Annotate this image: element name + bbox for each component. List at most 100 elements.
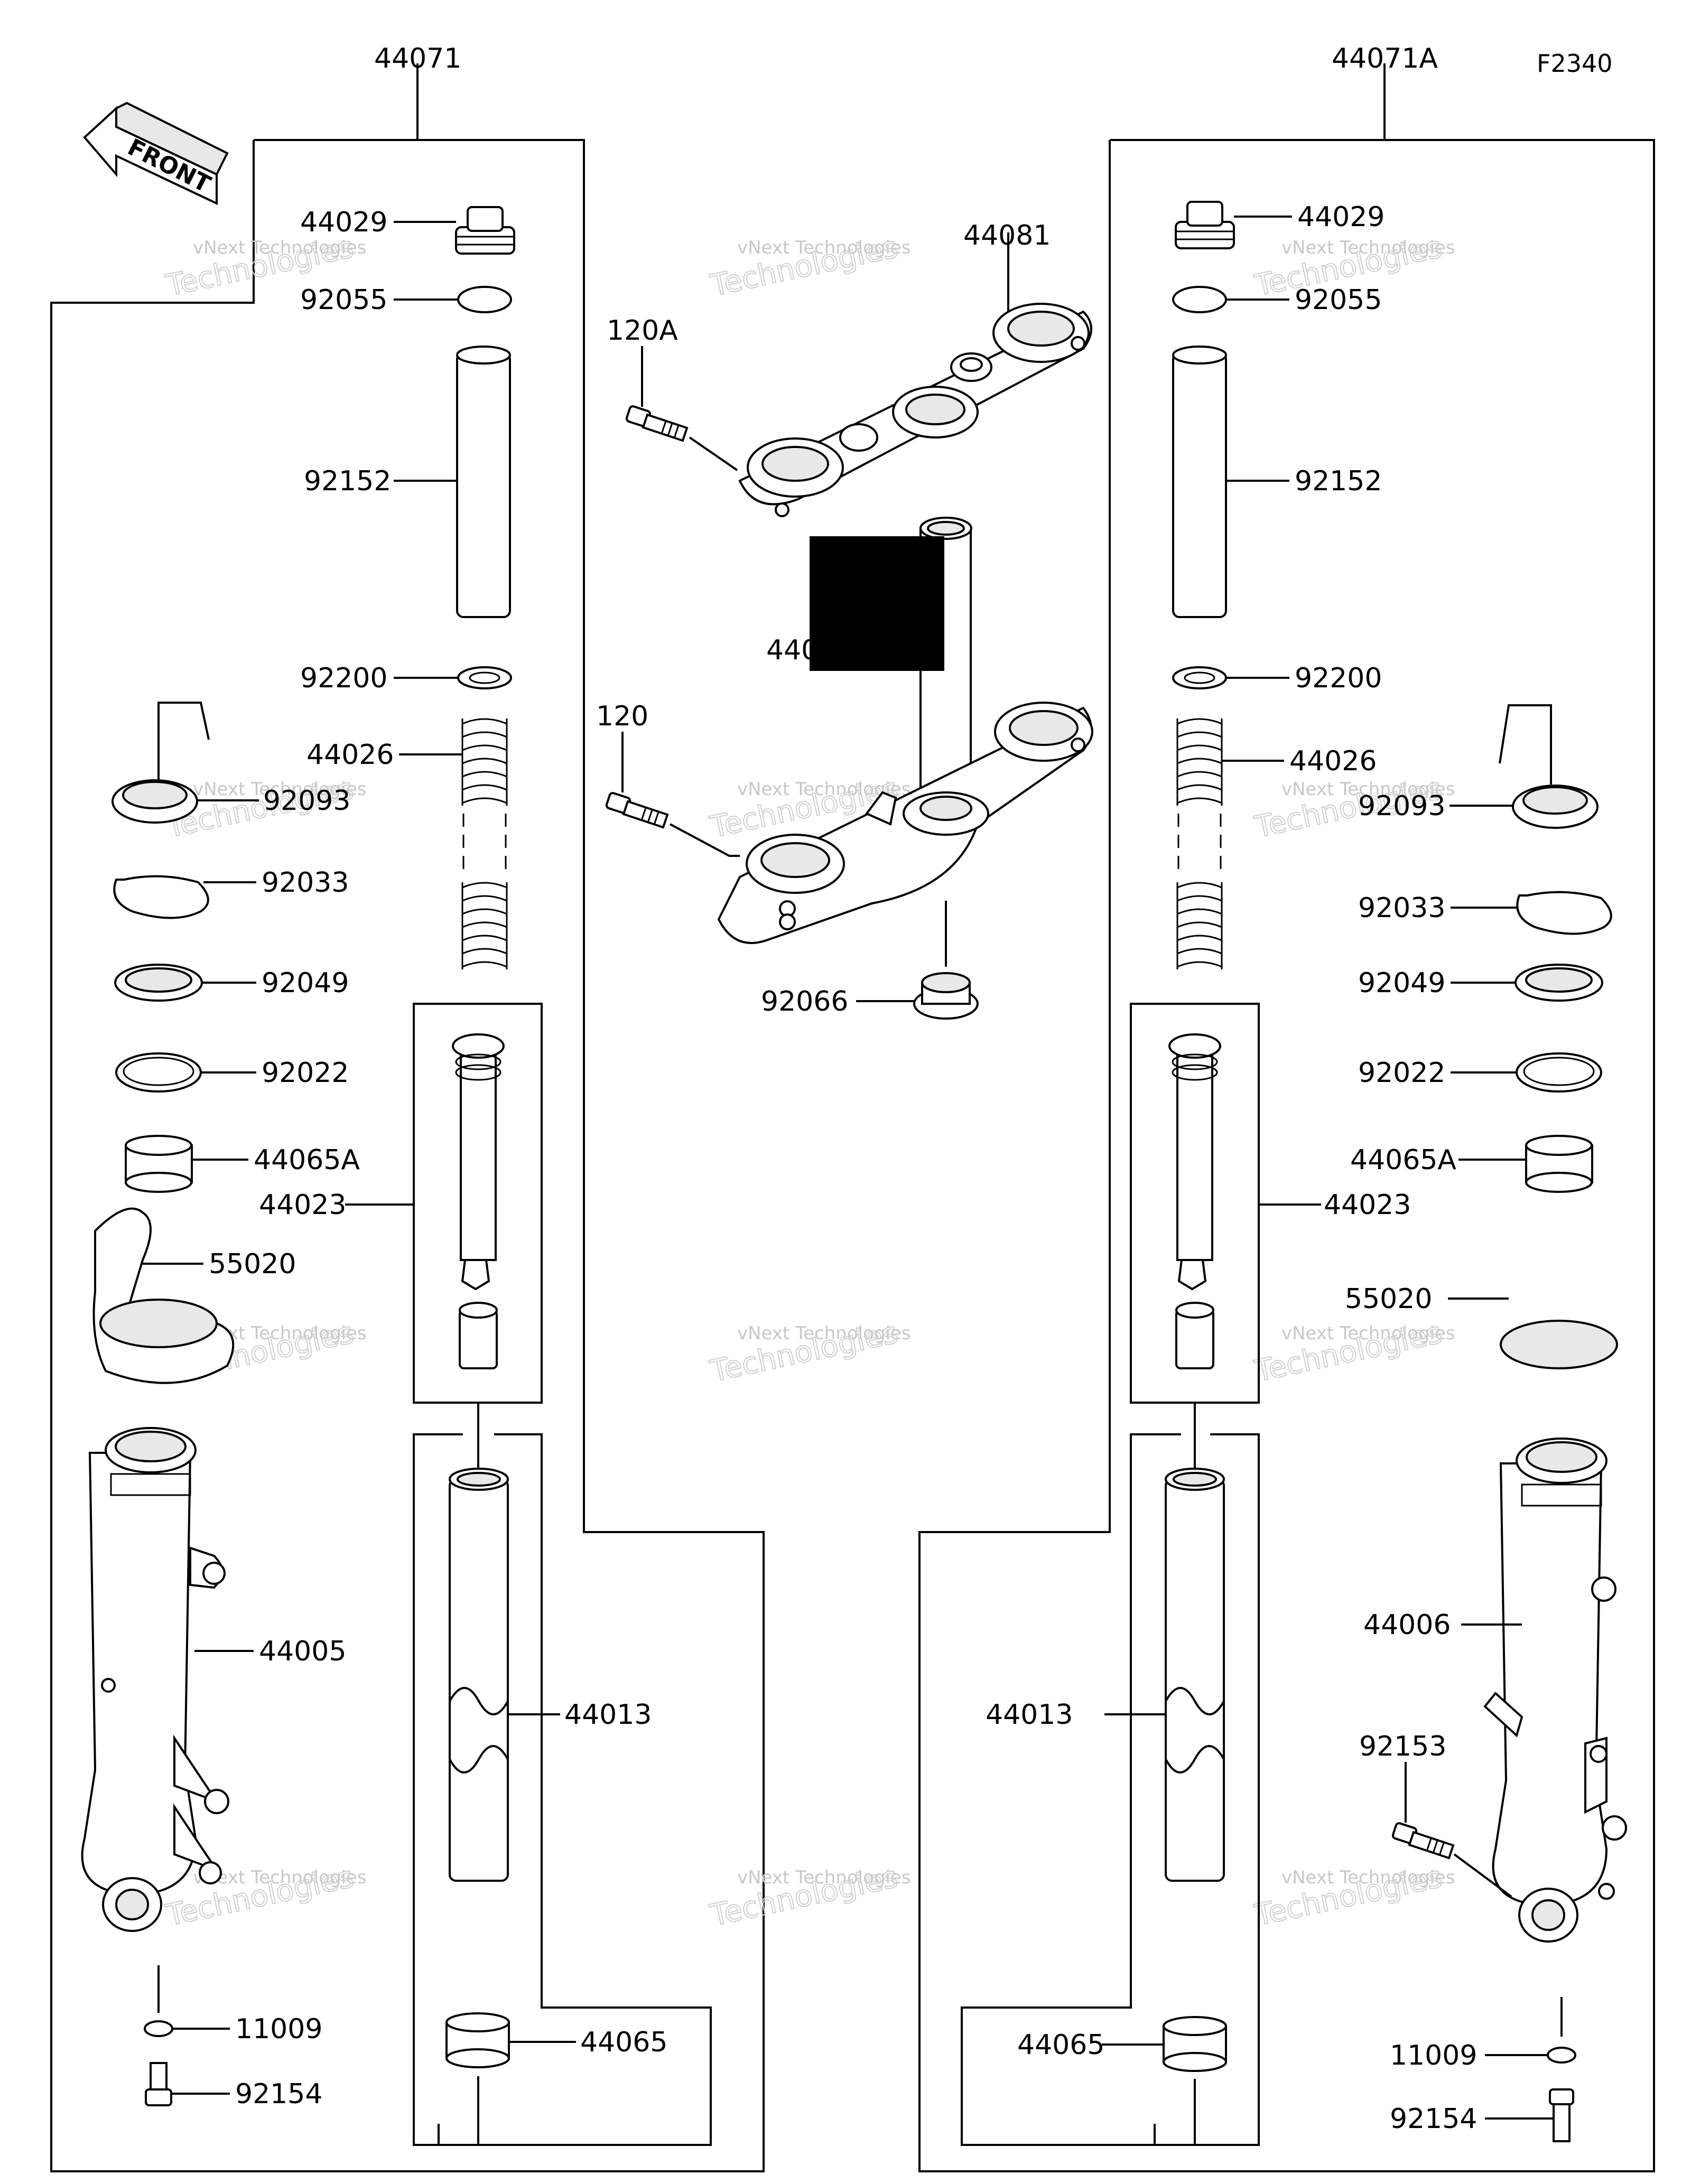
- part-92066-cap: [913, 972, 979, 1020]
- steering-assembly: 44081 120A: [596, 220, 1093, 1020]
- label-92033: 92033: [262, 867, 349, 899]
- label-120: 120: [596, 701, 648, 732]
- left-assembly-label: 44071: [374, 43, 461, 74]
- watermark-text: vNext Technologies: [1281, 1323, 1455, 1344]
- label-92093: 92093: [263, 785, 350, 817]
- label-92153: 92153: [1359, 1731, 1446, 1762]
- label-44065A: 44065A: [1350, 1144, 1456, 1176]
- part-92153-bolt: [1391, 1822, 1455, 1860]
- label-stem-partial: 440: [766, 634, 819, 666]
- leader-line: [1453, 1853, 1512, 1898]
- label-44029: 44029: [1297, 201, 1385, 233]
- part-92055-o-ring: [1172, 286, 1227, 313]
- part-44065-bushing: [445, 2012, 510, 2068]
- part-44065-bushing: [1163, 2016, 1227, 2072]
- part-11009-gasket: [1547, 2047, 1576, 2064]
- part-92033-circlip: [1516, 891, 1612, 935]
- right-fork: 44029 92055 92152 92200 44026: [961, 201, 1627, 2146]
- watermark-text: vNext Technologies: [1281, 1867, 1455, 1888]
- watermark-text: vNext Technologies: [1281, 237, 1455, 258]
- part-11009-gasket: [144, 2020, 173, 2037]
- label-92200: 92200: [1295, 662, 1382, 694]
- leader-line: [670, 823, 740, 857]
- label-44029: 44029: [300, 207, 387, 238]
- part-92055-o-ring: [457, 286, 512, 313]
- part-44081-upper-bracket: [738, 303, 1092, 517]
- part-55020-fork-guard: [1500, 1320, 1618, 1369]
- label-44005: 44005: [259, 1636, 346, 1667]
- label-44023: 44023: [259, 1189, 346, 1221]
- part-92154-bolt: [145, 2062, 172, 2106]
- watermark-text: vNext Technologies: [737, 237, 911, 258]
- leader-line: [1499, 704, 1552, 785]
- label-44065: 44065: [580, 2027, 667, 2058]
- label-92022: 92022: [262, 1057, 349, 1089]
- label-44081: 44081: [963, 220, 1051, 251]
- watermark-text: vNext Technologies: [737, 1323, 911, 1344]
- label-44026: 44026: [306, 739, 394, 771]
- label-92022: 92022: [1358, 1057, 1445, 1089]
- part-44026-spring: [1176, 718, 1223, 969]
- label-120A: 120A: [607, 315, 678, 347]
- label-44065: 44065: [1017, 2029, 1104, 2061]
- watermark-text: vNext Technologies: [1281, 779, 1455, 800]
- part-44029-cap-bolt: [1175, 201, 1235, 249]
- part-44013-inner-tube: [449, 1468, 509, 1882]
- part-92152-collar: [1172, 346, 1227, 618]
- label-55020: 55020: [1345, 1283, 1432, 1315]
- right-assembly-label: 44071A: [1332, 43, 1438, 74]
- part-92093-dust-seal: [112, 779, 198, 824]
- label-44013: 44013: [564, 1699, 652, 1731]
- right-inner-tube-box: [961, 1433, 1260, 2146]
- label-92154: 92154: [1390, 2103, 1477, 2135]
- label-92049: 92049: [262, 967, 349, 999]
- label-92200: 92200: [300, 662, 387, 694]
- leader-line: [157, 702, 210, 779]
- watermarks: vNext Technologies vNext Technologies vN…: [162, 229, 1455, 1934]
- part-44029-cap-bolt: [455, 206, 515, 255]
- label-92066: 92066: [761, 986, 848, 1018]
- part-92152-collar: [456, 346, 511, 618]
- part-55020-fork-guard: [92, 1207, 235, 1384]
- label-44023: 44023: [1324, 1189, 1411, 1221]
- label-92093: 92093: [1358, 790, 1445, 822]
- label-92154: 92154: [235, 2078, 322, 2110]
- part-44065A-bushing: [125, 1135, 193, 1193]
- part-44013-inner-tube: [1165, 1468, 1225, 1882]
- part-44005-outer-tube: [81, 1427, 229, 1932]
- front-arrow-icon: FRONT: [83, 101, 229, 206]
- watermark-text: vNext Technologies: [193, 1867, 367, 1888]
- label-11009: 11009: [235, 2013, 322, 2045]
- watermark-text: vNext Technologies: [193, 779, 367, 800]
- label-92055: 92055: [1295, 284, 1382, 316]
- part-44006-outer-tube: [1483, 1438, 1627, 1943]
- part-92200-washer: [1172, 666, 1227, 689]
- part-44026-spring: [461, 718, 508, 969]
- part-steering-lower-bracket: [717, 702, 1093, 944]
- part-44065A-bushing: [1525, 1135, 1593, 1193]
- label-92049: 92049: [1358, 967, 1445, 999]
- assembly-frames: [50, 63, 1655, 2172]
- watermark-text: vNext Technologies: [193, 237, 367, 258]
- figure-code: F2340: [1537, 49, 1613, 78]
- label-11009: 11009: [1390, 2040, 1477, 2071]
- label-92055: 92055: [300, 284, 387, 316]
- part-92154-bolt: [1549, 2088, 1574, 2142]
- leader-line: [689, 436, 738, 471]
- part-92200-washer: [457, 666, 512, 689]
- label-44006: 44006: [1363, 1609, 1451, 1641]
- label-44065A: 44065A: [254, 1144, 360, 1176]
- label-92152: 92152: [304, 465, 391, 497]
- label-92152: 92152: [1295, 465, 1382, 497]
- left-assembly-frame: [50, 139, 765, 2172]
- label-92033: 92033: [1358, 892, 1445, 924]
- right-assembly-frame: [918, 139, 1655, 2172]
- part-92033-circlip: [113, 875, 209, 919]
- watermark-text: vNext Technologies: [737, 1867, 911, 1888]
- label-44013: 44013: [986, 1699, 1073, 1731]
- left-inner-tube-box: [413, 1433, 712, 2146]
- label-44026: 44026: [1289, 745, 1377, 777]
- label-55020: 55020: [209, 1248, 296, 1280]
- part-92093-dust-seal: [1512, 785, 1599, 829]
